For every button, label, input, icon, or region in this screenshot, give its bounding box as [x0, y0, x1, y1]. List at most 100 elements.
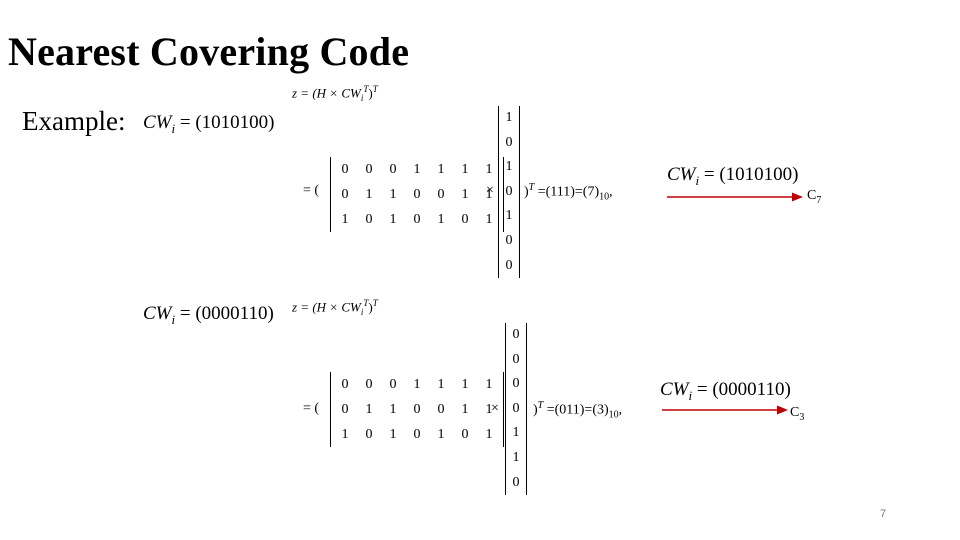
example-2-equals: = (: [303, 401, 320, 416]
vector-cell: 1: [505, 110, 513, 125]
tail-sup: T: [528, 182, 535, 193]
vector-cell: 0: [512, 474, 520, 490]
vector-cell: 1: [505, 159, 513, 175]
vector-cell: 1: [505, 208, 513, 224]
formula-sup-inner: T: [363, 298, 369, 308]
matrix-cell: 0: [365, 377, 373, 392]
formula-sup-inner: T: [363, 84, 369, 94]
example-2-syndrome-formula: z = (H × CWiT)T: [292, 298, 378, 317]
matrix-cell: 1: [389, 427, 397, 442]
matrix-cell: 1: [365, 187, 373, 202]
matrix-cell: 1: [485, 377, 493, 392]
cw-value: = (0000110): [692, 379, 791, 400]
example-1-syndrome-formula: z = (H × CWiT)T: [292, 84, 378, 103]
matrix-cell: 0: [461, 212, 469, 227]
matrix-cell: 0: [413, 402, 421, 417]
matrix-cell: 0: [365, 162, 373, 177]
cw-name: CW: [660, 379, 689, 400]
example-2-codeword-vector: 0 0 0 0 1 1 0: [505, 323, 527, 496]
matrix-cell: 0: [461, 427, 469, 442]
example-2-codeword: CWi = (0000110): [143, 303, 274, 328]
vector-cell: 0: [512, 327, 520, 342]
matrix-cell: 1: [461, 402, 469, 417]
matrix-cell: 1: [341, 212, 349, 227]
matrix-cell: 1: [389, 212, 397, 227]
example-2-times: ×: [491, 401, 499, 416]
page-number: 7: [880, 508, 887, 520]
matrix-cell: 1: [341, 427, 349, 442]
matrix-cell: 1: [437, 427, 445, 442]
matrix-cell: 1: [485, 427, 493, 442]
cw-subscript: i: [695, 172, 700, 188]
matrix-cell: 1: [461, 187, 469, 202]
matrix-cell: 0: [437, 187, 445, 202]
matrix-cell: 1: [485, 187, 493, 202]
tail-sub: 10: [608, 409, 619, 421]
cw-subscript: i: [688, 387, 693, 403]
formula-sup-outer: T: [372, 84, 378, 94]
tail-result: =(111)=(7): [534, 184, 600, 200]
matrix-cell: 1: [413, 377, 421, 392]
cw-name: CW: [143, 112, 172, 133]
matrix-cell: 0: [413, 212, 421, 227]
tail-sub: 10: [599, 191, 610, 203]
example-1-codeword: CWi = (1010100): [143, 112, 275, 137]
matrix-cell: 0: [341, 162, 349, 177]
formula-pre: z = (H × CW: [292, 85, 361, 101]
matrix-cell: 1: [485, 212, 493, 227]
matrix-cell: 0: [389, 377, 397, 392]
cw-value: = (1010100): [175, 112, 275, 133]
cw-subscript: i: [171, 120, 176, 136]
code-index: 7: [816, 194, 822, 206]
code-name: C: [790, 405, 800, 420]
formula-post: ): [368, 299, 373, 315]
matrix-cell: 1: [461, 162, 469, 177]
vector-cell: 0: [512, 400, 520, 416]
matrix-cell: 0: [389, 162, 397, 177]
matrix-cell: 0: [413, 427, 421, 442]
matrix-cell: 1: [365, 402, 373, 417]
vector-cell: 1: [512, 425, 520, 441]
code-name: C: [807, 188, 817, 203]
cw-name: CW: [143, 303, 172, 324]
vector-cell: 0: [505, 183, 513, 199]
slide-title: Nearest Covering Code: [8, 29, 410, 74]
matrix-cell: 0: [365, 427, 373, 442]
example-2-result: )T =(011)=(3)10,: [533, 400, 622, 420]
formula-post: ): [368, 85, 373, 101]
matrix-cell: 1: [389, 187, 397, 202]
cw-subscript: i: [171, 311, 176, 327]
cw-value: = (0000110): [175, 303, 274, 324]
tail-paren: ): [533, 402, 538, 418]
formula-pre: z = (H × CW: [292, 299, 361, 315]
tail-comma: ,: [609, 184, 613, 200]
code-index: 3: [799, 411, 805, 423]
vector-cell: 0: [512, 376, 520, 392]
matrix-cell: 1: [437, 162, 445, 177]
formula-sup-outer: T: [372, 298, 378, 308]
vector-cell: 0: [505, 134, 513, 150]
matrix-cell: 0: [341, 187, 349, 202]
vector-cell: 0: [512, 351, 520, 367]
vector-cell: 1: [512, 449, 520, 465]
example-1-arrow-icon: [667, 192, 803, 202]
tail-paren: ): [524, 184, 529, 200]
matrix-cell: 0: [413, 187, 421, 202]
example-1-equals: = (: [303, 183, 320, 198]
example-label: Example:: [22, 106, 126, 136]
tail-comma: ,: [618, 402, 623, 418]
matrix-cell: 1: [437, 377, 445, 392]
matrix-cell: 0: [365, 212, 373, 227]
example-2-covering-code: C3: [790, 405, 804, 423]
example-1-arrow-label: CWi = (1010100): [667, 164, 799, 189]
tail-result: =(011)=(3): [543, 402, 609, 418]
cw-value: = (1010100): [699, 164, 799, 185]
tail-sup: T: [537, 400, 544, 411]
matrix-cell: 0: [341, 377, 349, 392]
formula-sub: i: [360, 306, 364, 317]
matrix-cell: 1: [413, 162, 421, 177]
example-1-result: )T =(111)=(7)10,: [524, 182, 613, 202]
